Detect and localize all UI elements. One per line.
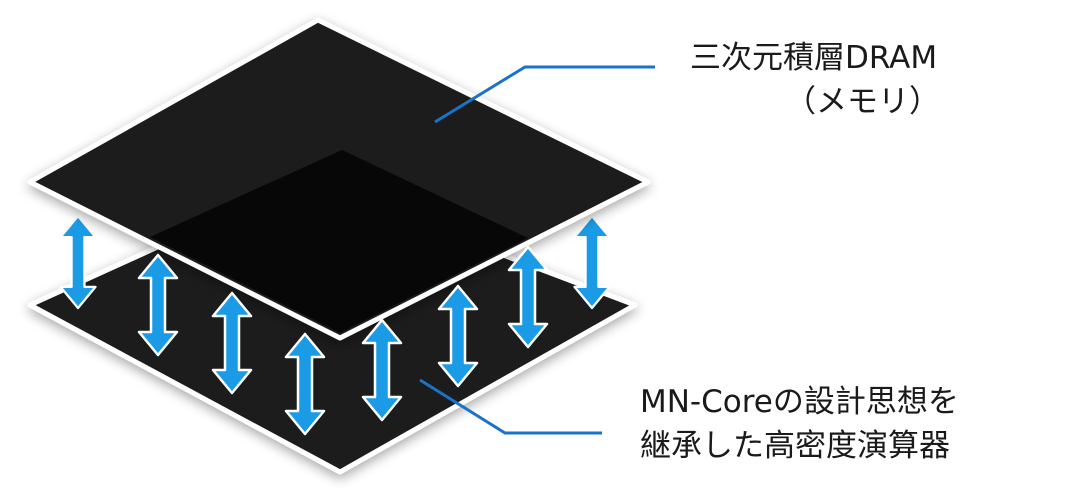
double-arrow-icon [573, 214, 611, 310]
compute-label-line2: 継承した高密度演算器 [640, 428, 950, 464]
memory-layer-inner-shade [150, 150, 528, 333]
memory-label-line1: 三次元積層DRAM [690, 40, 938, 76]
memory-leader-line [434, 65, 655, 124]
compute-label-line1: MN-Coreの設計思想を [640, 384, 959, 420]
memory-label: 三次元積層DRAM （メモリ） [690, 36, 1020, 124]
compute-label: MN-Coreの設計思想を 継承した高密度演算器 [640, 380, 1040, 468]
compute-leader-line [419, 378, 602, 435]
double-arrow-icon [59, 214, 97, 310]
memory-label-line2: （メモリ） [785, 84, 940, 120]
